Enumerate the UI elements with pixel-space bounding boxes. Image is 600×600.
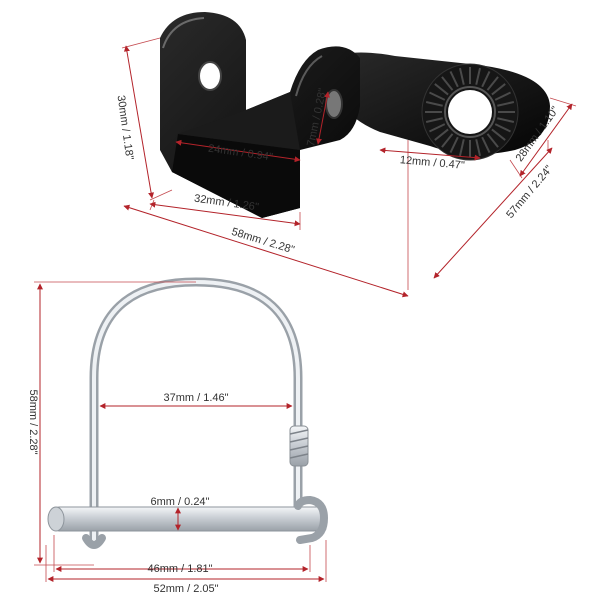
washer-tooth [441,133,454,148]
bracket-photo [160,12,550,218]
bracket-dimensions [121,37,577,298]
label-pin-height: 58mm / 2.28" [27,389,39,454]
washer-tooth [425,117,443,123]
washer-tooth [475,67,481,85]
washer-tooth [429,91,446,101]
washer-tooth [494,91,511,101]
label-pin-total-width: 52mm / 2.05" [153,583,218,595]
pin-shaft [55,506,327,532]
washer-tooth [494,123,511,133]
washer-tooth [491,128,506,141]
washer-tooth [425,101,443,107]
washer-tooth [486,133,499,148]
bracket-hole-right [325,89,343,119]
washer-tooth [481,71,491,88]
label-pin-length: 46mm / 1.81" [147,563,212,575]
label-pin-diameter: 6mm / 0.24" [151,496,210,508]
washer-tooth [434,128,449,141]
washer-tooth [434,83,449,96]
washer-tooth [491,83,506,96]
pin-spring-coil [289,425,309,467]
washer-tooth [429,123,446,133]
washer-tooth [459,67,465,85]
washer-tooth [497,101,515,107]
label-bracket-height: 30mm / 1.18" [115,95,136,161]
label-washer-hole: 12mm / 0.47" [399,154,465,172]
bracket-hole-left [198,61,222,91]
pin-dimensions [34,281,327,582]
washer-tooth [486,76,499,91]
washer-tooth [441,76,454,91]
washer-tooth [497,117,515,123]
label-bracket-total: 58mm / 2.28" [230,226,296,257]
washer-icon [421,63,519,161]
label-loop-width: 37mm / 1.46" [163,392,228,404]
washer-tooth [449,71,459,88]
